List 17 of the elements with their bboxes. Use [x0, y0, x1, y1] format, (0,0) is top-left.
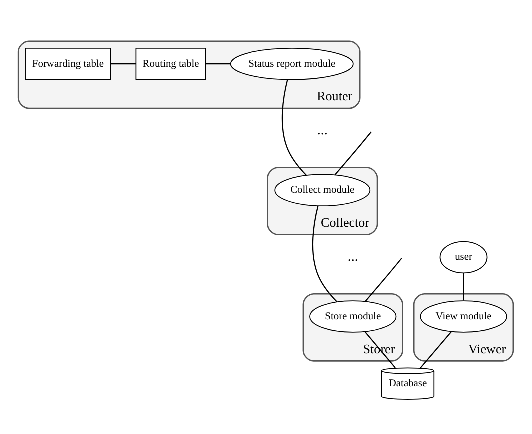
connector — [206, 64, 231, 65]
connector — [111, 64, 136, 65]
node-ellipse: View module — [420, 300, 508, 333]
connector — [364, 258, 402, 302]
node-box: Routing table — [136, 48, 206, 80]
label: ... — [317, 124, 328, 138]
node-ellipse: user — [440, 241, 488, 274]
node-ellipse: Collect module — [274, 174, 371, 207]
label: ... — [348, 250, 358, 265]
connector — [282, 80, 307, 176]
node-box: Forwarding table — [25, 48, 112, 80]
connector — [312, 206, 338, 303]
connector — [420, 331, 452, 368]
connector — [463, 274, 464, 301]
node-ellipse: Status report module — [230, 48, 354, 80]
node-ellipse: Store module — [310, 300, 397, 333]
connector — [334, 132, 372, 176]
